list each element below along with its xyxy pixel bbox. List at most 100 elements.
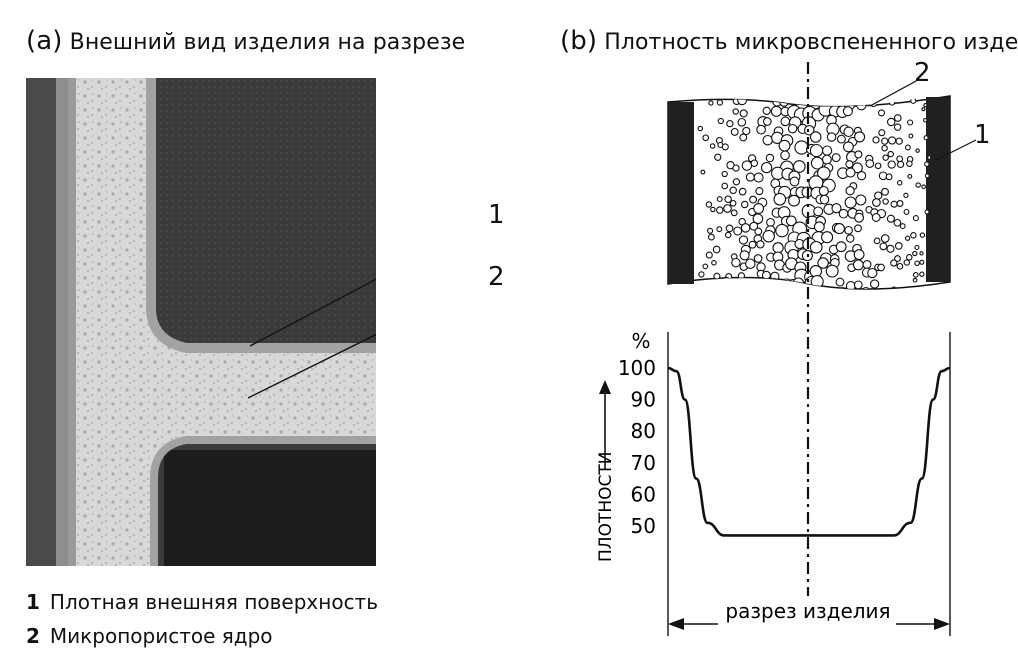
cross-section-photo bbox=[26, 78, 376, 566]
foam-bubble bbox=[923, 291, 927, 295]
foam-bubble bbox=[927, 155, 930, 160]
foam-bubble bbox=[753, 254, 763, 263]
foam-bubble bbox=[762, 106, 771, 115]
foam-bubble bbox=[730, 209, 738, 217]
foam-bubble bbox=[787, 287, 798, 289]
foam-bubble bbox=[923, 135, 929, 141]
foam-bubble bbox=[709, 143, 716, 149]
foam-bubble bbox=[716, 196, 723, 203]
foam-bubble bbox=[893, 123, 902, 131]
dimension-arrow-right bbox=[934, 618, 950, 630]
legend-num-1: 1 bbox=[26, 590, 40, 614]
foam-bubble bbox=[896, 160, 905, 169]
foam-bubble bbox=[865, 159, 875, 168]
foam-bubble bbox=[844, 225, 853, 235]
foam-bubble bbox=[912, 215, 919, 222]
foam-bubble bbox=[890, 200, 898, 208]
foam-bubble bbox=[923, 103, 928, 108]
foam-bubble bbox=[825, 264, 839, 278]
foam-bubble bbox=[906, 287, 914, 289]
foam-bubble bbox=[741, 160, 753, 171]
foam-bubble bbox=[887, 150, 894, 158]
foam-bubble bbox=[831, 203, 842, 214]
panel-b-tag: (b) bbox=[560, 26, 598, 56]
foam-bubble bbox=[919, 259, 925, 265]
foam-bubble bbox=[810, 156, 824, 170]
foam-bubble bbox=[877, 291, 884, 298]
foam-bubble bbox=[907, 173, 913, 179]
foam-bubble bbox=[740, 200, 749, 209]
foam-bubble bbox=[854, 131, 866, 143]
foam-bubble bbox=[721, 170, 728, 178]
panel-a-callout-1: 1 bbox=[488, 200, 505, 230]
foam-bubble bbox=[886, 244, 895, 253]
foam-bubble bbox=[762, 229, 775, 243]
foam-bubble bbox=[845, 186, 855, 196]
foam-bubble bbox=[914, 260, 920, 267]
foam-bubble bbox=[878, 129, 886, 137]
foam-bubble bbox=[842, 106, 853, 117]
foam-bubble bbox=[867, 267, 878, 279]
foam-bubble bbox=[792, 277, 805, 289]
foam-bubble bbox=[780, 116, 791, 127]
foam-bubble bbox=[770, 105, 782, 117]
foam-bubble bbox=[725, 273, 733, 281]
foam-bubble bbox=[915, 148, 920, 153]
foam-bubble bbox=[697, 125, 704, 132]
foam-bubble bbox=[886, 214, 895, 223]
foam-bubble bbox=[713, 272, 721, 280]
foam-bubble bbox=[853, 249, 865, 261]
foam-bubble bbox=[756, 124, 766, 135]
foam-bubble bbox=[809, 143, 824, 158]
foam-bubble bbox=[775, 223, 789, 238]
foam-bubble bbox=[724, 195, 732, 203]
foam-bubble bbox=[714, 290, 719, 295]
foam-bubble bbox=[837, 287, 848, 289]
foam-bubble bbox=[788, 194, 800, 207]
foam-bubble bbox=[878, 171, 888, 181]
foam-bubble bbox=[714, 153, 722, 161]
foam-bubble bbox=[906, 160, 913, 167]
foam-bubble bbox=[762, 117, 772, 126]
foam-bubble bbox=[904, 144, 911, 151]
foam-bubble bbox=[749, 221, 759, 231]
foam-bubble bbox=[752, 213, 764, 225]
foam-bubble bbox=[881, 144, 888, 152]
foam-bubble bbox=[854, 224, 862, 233]
foam-bubble bbox=[854, 212, 865, 223]
foam-bubble bbox=[899, 223, 906, 230]
foam-bubble bbox=[855, 194, 867, 206]
foam-bubble bbox=[785, 215, 797, 227]
panel-a-tag: (a) bbox=[26, 26, 63, 56]
foam-bubble bbox=[835, 241, 847, 253]
foam-bubble bbox=[739, 250, 750, 261]
panel-a-title: (a) Внешний вид изделия на разрезе bbox=[26, 26, 465, 56]
foam-bubble bbox=[882, 198, 889, 205]
foam-bubble bbox=[794, 140, 809, 155]
foam-bubble bbox=[742, 126, 751, 136]
foam-bubble bbox=[845, 167, 856, 178]
foam-bubble bbox=[710, 206, 716, 213]
foam-bubble bbox=[831, 153, 841, 163]
foam-bubble bbox=[942, 293, 946, 297]
foam-bubble bbox=[874, 191, 883, 200]
foam-bubble bbox=[730, 290, 738, 298]
panel-b-callout-1: 1 bbox=[974, 120, 991, 150]
foam-bubble bbox=[698, 271, 705, 278]
foam-bubble bbox=[903, 208, 910, 215]
foam-bubble bbox=[794, 287, 808, 289]
foam-bubble bbox=[716, 99, 724, 106]
foam-bubble bbox=[903, 192, 909, 198]
y-tick-label: 70 bbox=[631, 451, 656, 475]
foam-bubble bbox=[733, 226, 743, 236]
foam-bubble bbox=[738, 187, 747, 196]
foam-bubble bbox=[912, 277, 918, 283]
foam-bubble bbox=[854, 150, 863, 159]
foam-bubble bbox=[862, 260, 872, 269]
density-curve bbox=[667, 366, 951, 537]
foam-bubble bbox=[708, 100, 714, 106]
foam-bubble bbox=[910, 232, 917, 239]
legend-text-1: Плотная внешняя поверхность bbox=[49, 590, 378, 614]
foam-bubble bbox=[716, 206, 724, 214]
foam-bubble bbox=[731, 257, 741, 268]
